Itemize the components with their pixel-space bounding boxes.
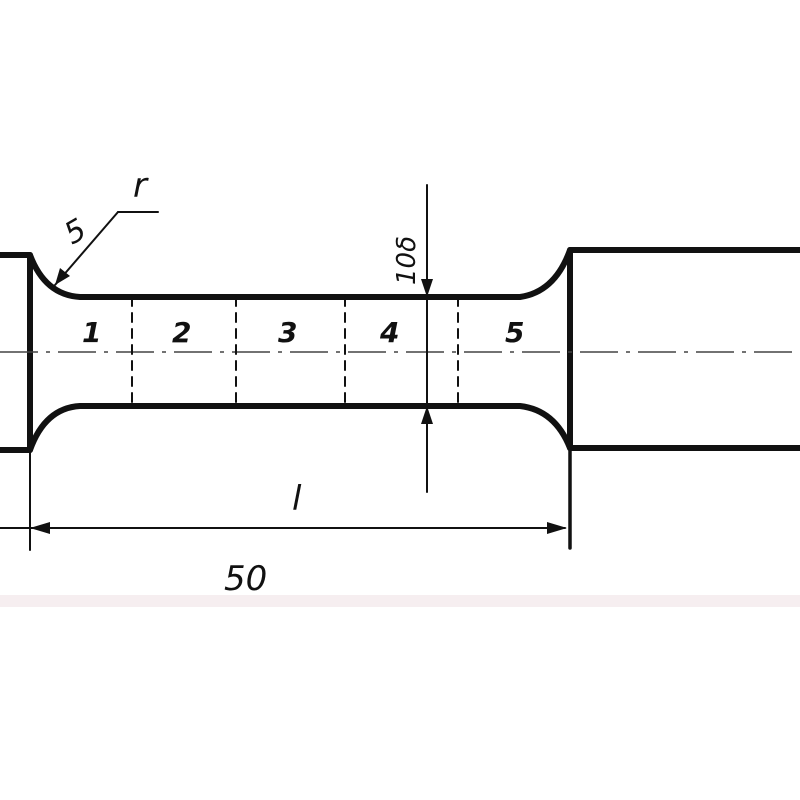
- length-dimension: l 50: [0, 479, 567, 599]
- leader-arrow-icon: [55, 268, 70, 285]
- section-label-5: 5: [505, 316, 524, 349]
- arrow-left-icon: [30, 522, 50, 534]
- section-label-1: 1: [82, 316, 101, 349]
- radius-label: r: [133, 166, 149, 206]
- radius-leader: r 5: [54, 166, 159, 286]
- gauge-section-outline: [27, 247, 800, 453]
- dimension-label-50: 50: [224, 559, 267, 599]
- section-label-2: 2: [172, 316, 191, 349]
- length-label: l: [292, 479, 302, 519]
- diameter-label: 10δ: [392, 236, 422, 285]
- arrow-down-icon: [421, 279, 433, 297]
- section-label-3: 3: [278, 316, 297, 349]
- diameter-dimension: 10δ: [392, 184, 433, 493]
- background-band: [0, 595, 800, 607]
- section-dividers: [131, 296, 459, 407]
- arrow-up-icon: [421, 406, 433, 424]
- section-label-4: 4: [379, 316, 399, 349]
- left-grip: [0, 252, 33, 551]
- arrow-right-icon: [547, 522, 567, 534]
